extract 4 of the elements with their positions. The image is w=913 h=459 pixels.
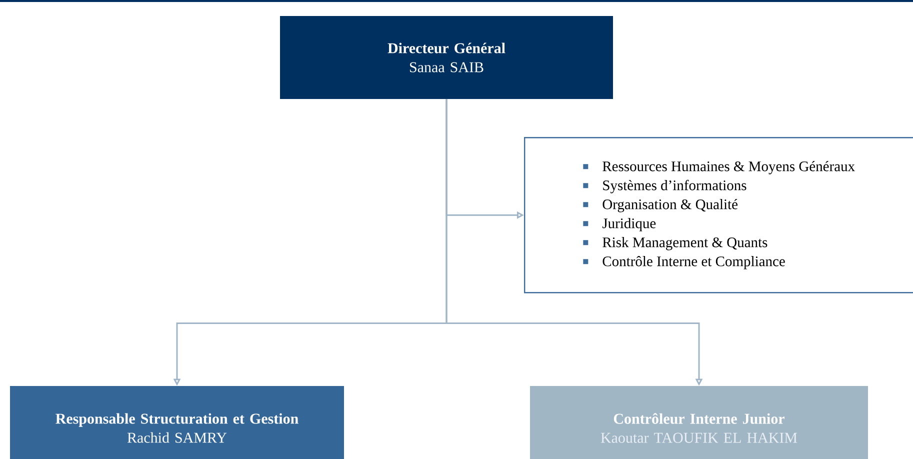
list-box: Ressources Humaines & Moyens Généraux Systèmes d’informations Organisation & Qualité Juridique Risk Management & Quants Contrôle Interne et Compliance	[524, 137, 913, 294]
role-box: Responsable Structuration et Gestion Rachid SAMRY	[10, 386, 344, 459]
role-box: Contrôleur Interne Junior Kaoutar TAOUFIK EL HAKIM	[530, 386, 868, 459]
role-box: Directeur Général Sanaa SAIB	[280, 16, 613, 99]
